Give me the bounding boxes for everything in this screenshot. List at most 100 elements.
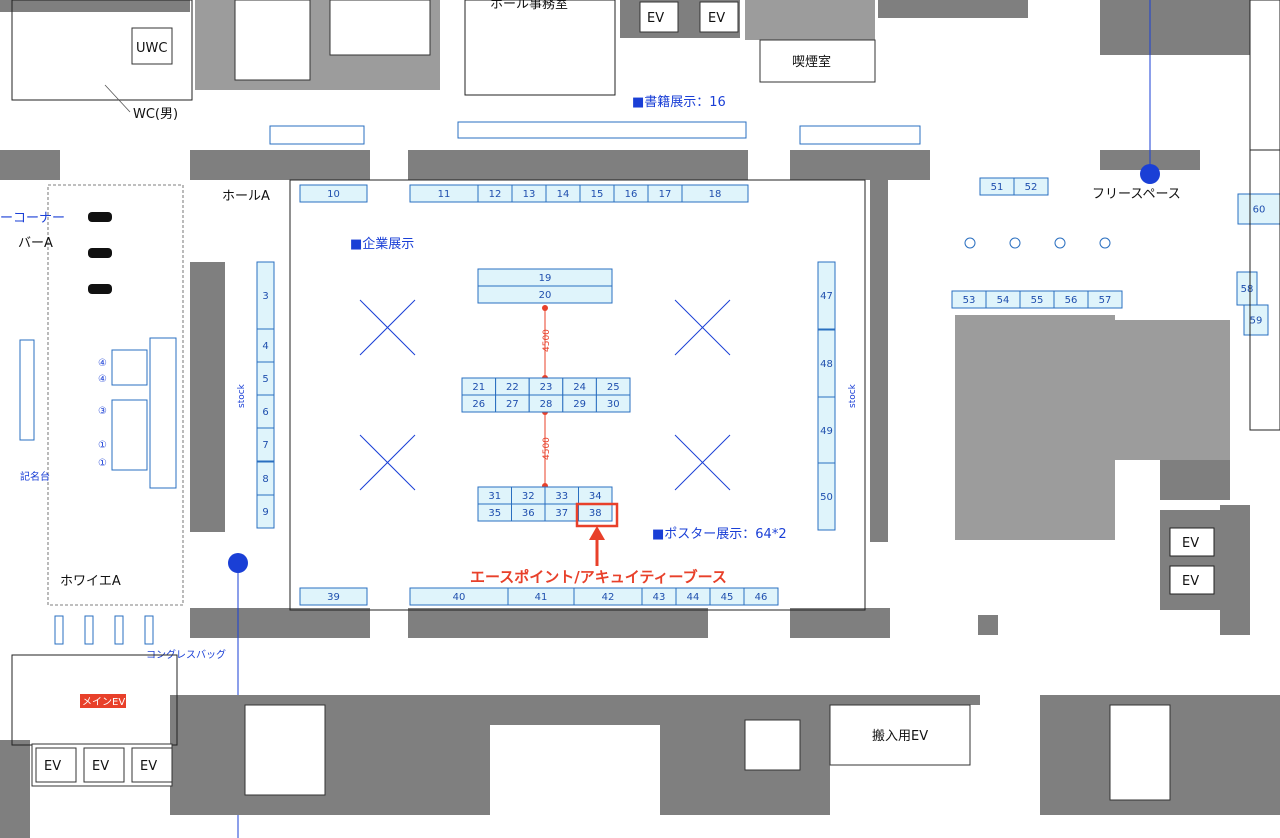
booth-49[interactable]: 49 bbox=[817, 396, 836, 465]
booth-38[interactable]: 38 bbox=[578, 503, 613, 522]
booth-rect[interactable] bbox=[743, 587, 779, 606]
booth-51[interactable]: 51 bbox=[979, 177, 1015, 196]
booth-rect[interactable] bbox=[1237, 193, 1280, 225]
booth-54[interactable]: 54 bbox=[985, 290, 1021, 309]
booth-34[interactable]: 34 bbox=[578, 486, 613, 505]
congress-bag-tables bbox=[54, 615, 154, 645]
booth-number: 54 bbox=[997, 295, 1010, 306]
booth-28[interactable]: 28 bbox=[528, 394, 564, 413]
booth-27[interactable]: 27 bbox=[495, 394, 530, 413]
booth-43[interactable]: 43 bbox=[641, 587, 677, 606]
booth-number: 9 bbox=[262, 507, 268, 518]
booth-23[interactable]: 23 bbox=[528, 377, 564, 396]
booth-number: 50 bbox=[820, 492, 833, 503]
booth-25[interactable]: 25 bbox=[595, 377, 631, 396]
ev-label-main-3: EV bbox=[140, 759, 157, 774]
top-building-strip bbox=[0, 0, 1280, 151]
booth-3[interactable]: 3 bbox=[256, 261, 275, 330]
smoking-room-label: 喫煙室 bbox=[792, 54, 831, 70]
booth-number: 28 bbox=[540, 399, 553, 410]
booth-rect[interactable] bbox=[817, 261, 836, 330]
booth-rect[interactable] bbox=[681, 184, 749, 203]
ev-label-main-1: EV bbox=[44, 759, 61, 774]
booth-47[interactable]: 47 bbox=[817, 261, 836, 330]
stock-label-right: stock bbox=[848, 383, 858, 408]
booth-number: 33 bbox=[555, 491, 568, 502]
booth-7[interactable]: 7 bbox=[256, 427, 275, 462]
booth-14[interactable]: 14 bbox=[545, 184, 581, 203]
booth-number: 37 bbox=[555, 508, 568, 519]
booth-6[interactable]: 6 bbox=[256, 394, 275, 429]
booth-55[interactable]: 55 bbox=[1019, 290, 1055, 309]
booth-number: 20 bbox=[539, 290, 552, 301]
booth-45[interactable]: 45 bbox=[709, 587, 745, 606]
booth-rect[interactable] bbox=[817, 462, 836, 531]
booth-35[interactable]: 35 bbox=[477, 503, 512, 522]
booth-number: 6 bbox=[262, 407, 268, 418]
booth-39[interactable]: 39 bbox=[299, 587, 368, 606]
booth-57[interactable]: 57 bbox=[1087, 290, 1123, 309]
hall-office-label: ホール事務室 bbox=[490, 0, 568, 12]
booth-rect[interactable] bbox=[595, 394, 631, 413]
booth-60[interactable]: 60 bbox=[1237, 193, 1280, 225]
booth-rect[interactable] bbox=[299, 587, 368, 606]
booth-rect[interactable] bbox=[299, 184, 368, 203]
booth-16[interactable]: 16 bbox=[613, 184, 649, 203]
booth-rect[interactable] bbox=[256, 494, 275, 529]
booth-8[interactable]: 8 bbox=[256, 461, 275, 496]
booth-48[interactable]: 48 bbox=[817, 329, 836, 398]
booth-26[interactable]: 26 bbox=[461, 394, 497, 413]
booth-33[interactable]: 33 bbox=[544, 486, 579, 505]
booth-rect[interactable] bbox=[1243, 304, 1269, 336]
booth-11[interactable]: 11 bbox=[409, 184, 479, 203]
booth-46[interactable]: 46 bbox=[743, 587, 779, 606]
booth-number: 53 bbox=[963, 295, 976, 306]
booth-number: 45 bbox=[721, 592, 734, 603]
booth-32[interactable]: 32 bbox=[511, 486, 546, 505]
booth-24[interactable]: 24 bbox=[562, 377, 597, 396]
booth-50[interactable]: 50 bbox=[817, 462, 836, 531]
booth-19[interactable]: 19 bbox=[477, 268, 613, 287]
booth-17[interactable]: 17 bbox=[647, 184, 683, 203]
booth-56[interactable]: 56 bbox=[1053, 290, 1089, 309]
booth-42[interactable]: 42 bbox=[573, 587, 643, 606]
booth-13[interactable]: 13 bbox=[511, 184, 547, 203]
booth-31[interactable]: 31 bbox=[477, 486, 512, 505]
booth-20[interactable]: 20 bbox=[477, 285, 613, 304]
booth-number: 31 bbox=[488, 491, 501, 502]
booth-rect[interactable] bbox=[477, 285, 613, 304]
booth-9[interactable]: 9 bbox=[256, 494, 275, 529]
booth-4[interactable]: 4 bbox=[256, 328, 275, 363]
booth-58[interactable]: 58 bbox=[1236, 271, 1258, 306]
booth-12[interactable]: 12 bbox=[477, 184, 513, 203]
booth-rect[interactable] bbox=[1013, 177, 1049, 196]
booth-59[interactable]: 59 bbox=[1243, 304, 1269, 336]
booth-number: 25 bbox=[607, 382, 620, 393]
desk-number-3: ③ bbox=[98, 406, 107, 417]
booth-rect[interactable] bbox=[256, 427, 275, 462]
booth-5[interactable]: 5 bbox=[256, 361, 275, 396]
ev-label-main-2: EV bbox=[92, 759, 109, 774]
booth-37[interactable]: 37 bbox=[544, 503, 579, 522]
dimension-label-lower: 4500 bbox=[542, 437, 552, 460]
booth-44[interactable]: 44 bbox=[675, 587, 711, 606]
corporate-exhibit-label: ■企業展示 bbox=[350, 236, 414, 252]
booth-40[interactable]: 40 bbox=[409, 587, 509, 606]
booth-10[interactable]: 10 bbox=[299, 184, 368, 203]
bottom-building-strip bbox=[0, 654, 1280, 838]
hall-a-label: ホールA bbox=[222, 189, 270, 204]
booth-number: 21 bbox=[472, 382, 485, 393]
booth-21[interactable]: 21 bbox=[461, 377, 497, 396]
booth-number: 4 bbox=[262, 341, 268, 352]
booth-rect[interactable] bbox=[1087, 290, 1123, 309]
booth-22[interactable]: 22 bbox=[495, 377, 530, 396]
booth-41[interactable]: 41 bbox=[507, 587, 575, 606]
booth-52[interactable]: 52 bbox=[1013, 177, 1049, 196]
booth-18[interactable]: 18 bbox=[681, 184, 749, 203]
booth-number: 29 bbox=[573, 399, 586, 410]
booth-29[interactable]: 29 bbox=[562, 394, 597, 413]
booth-53[interactable]: 53 bbox=[951, 290, 987, 309]
booth-36[interactable]: 36 bbox=[511, 503, 546, 522]
booth-30[interactable]: 30 bbox=[595, 394, 631, 413]
booth-15[interactable]: 15 bbox=[579, 184, 615, 203]
